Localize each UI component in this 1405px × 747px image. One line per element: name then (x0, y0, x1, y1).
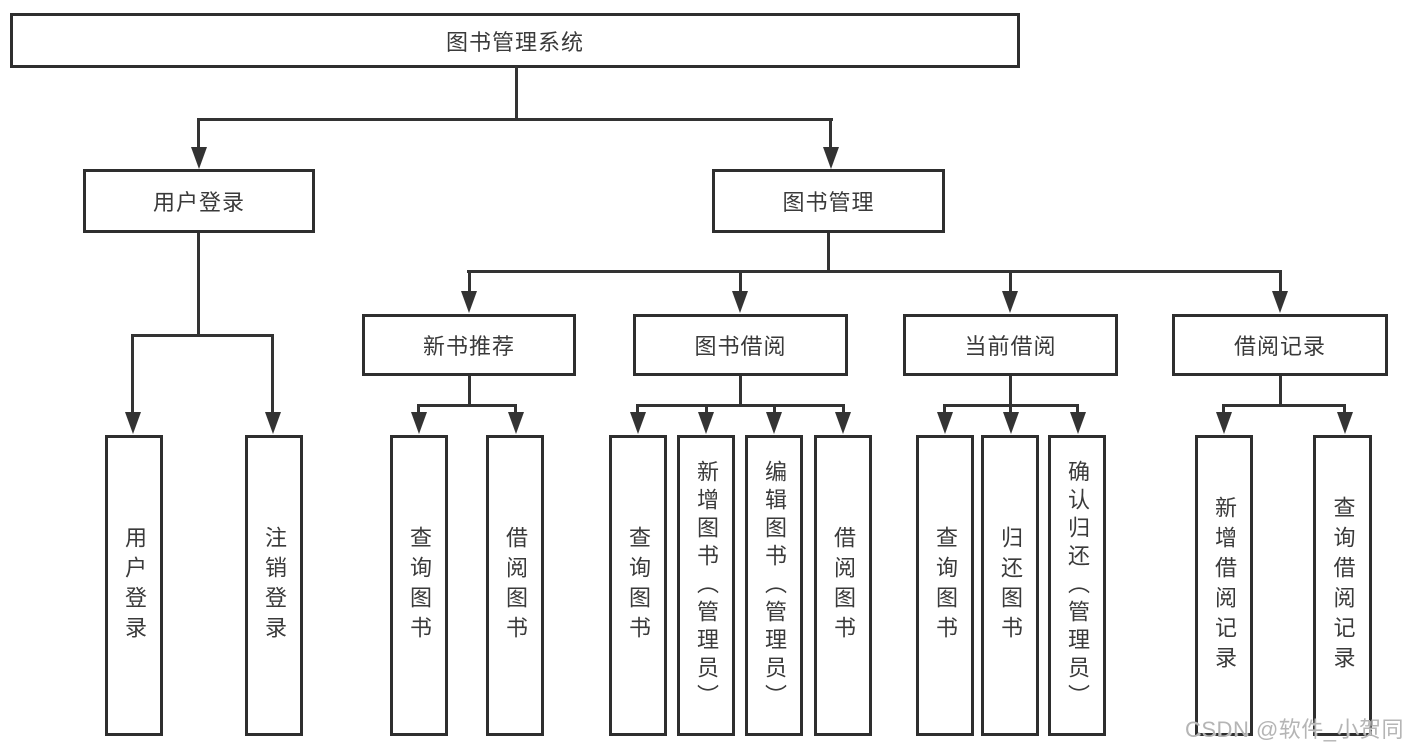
connector-root-drop-left (197, 118, 200, 150)
connector-book-management-drop (468, 270, 471, 293)
connector-book-borrow-drop (636, 404, 639, 414)
arrowhead-down-icon (508, 412, 524, 434)
leaf-user-login: 用户登录 (105, 435, 163, 736)
connector-book-borrow-drop (773, 404, 776, 414)
node-root: 图书管理系统 (10, 13, 1020, 68)
connector-current-borrow-drop (1009, 404, 1012, 414)
leaf-return-book: 归还图书 (981, 435, 1039, 736)
arrowhead-down-icon (732, 291, 748, 313)
node-book-management: 图书管理 (712, 169, 945, 233)
arrowhead-down-icon (1002, 291, 1018, 313)
leaf-user-login-label: 用户登录 (122, 525, 147, 646)
arrowhead-down-icon (823, 147, 839, 169)
leaf-edit-book-admin-label: 编辑图书（管理员） (762, 459, 787, 712)
arrowhead-down-icon (125, 412, 141, 434)
node-new-book-recommend-label: 新书推荐 (422, 334, 515, 359)
leaf-borrow-book-recommend: 借阅图书 (486, 435, 544, 736)
connector-borrow-records-drop (1222, 404, 1225, 414)
leaf-query-book-current-label: 查询图书 (933, 525, 958, 646)
connector-book-borrow-stem (739, 376, 742, 407)
node-user-login-label: 用户登录 (152, 190, 245, 215)
node-current-borrow: 当前借阅 (903, 314, 1118, 376)
leaf-query-book-recommend: 查询图书 (390, 435, 448, 736)
connector-user-login-stem (197, 233, 200, 336)
node-borrow-records: 借阅记录 (1172, 314, 1388, 376)
connector-root-bus (197, 118, 833, 121)
arrowhead-down-icon (1216, 412, 1232, 434)
arrowhead-down-icon (937, 412, 953, 434)
leaf-add-book-admin-label: 新增图书（管理员） (694, 459, 719, 712)
arrowhead-down-icon (835, 412, 851, 434)
leaf-query-book-borrow: 查询图书 (609, 435, 667, 736)
node-user-login: 用户登录 (83, 169, 315, 233)
leaf-query-borrow-record-label: 查询借阅记录 (1330, 495, 1356, 676)
arrowhead-down-icon (461, 291, 477, 313)
connector-user-login-drop (131, 334, 134, 414)
connector-new-book-recommend-drop (514, 404, 517, 414)
leaf-borrow-book-label: 借阅图书 (831, 525, 856, 646)
arrowhead-down-icon (1003, 412, 1019, 434)
leaf-return-book-label: 归还图书 (998, 525, 1023, 646)
arrowhead-down-icon (1337, 412, 1353, 434)
arrowhead-down-icon (265, 412, 281, 434)
arrowhead-down-icon (698, 412, 714, 434)
watermark-csdn: CSDN @软件_小贺同学 (1185, 717, 1405, 742)
connector-book-management-bus (467, 270, 1281, 273)
arrowhead-down-icon (1070, 412, 1086, 434)
node-book-borrow-label: 图书借阅 (694, 334, 787, 359)
connector-book-borrow-drop (842, 404, 845, 414)
connector-borrow-records-stem (1279, 376, 1282, 407)
leaf-confirm-return-admin-label: 确认归还（管理员） (1065, 459, 1090, 712)
node-new-book-recommend: 新书推荐 (362, 314, 576, 376)
leaf-edit-book-admin: 编辑图书（管理员） (745, 435, 803, 736)
connector-current-borrow-stem (1009, 376, 1012, 407)
leaf-query-borrow-record: 查询借阅记录 (1313, 435, 1372, 736)
connector-book-management-drop (739, 270, 742, 293)
connector-book-management-drop (1009, 270, 1012, 293)
node-book-borrow: 图书借阅 (633, 314, 848, 376)
connector-root-stem (515, 66, 518, 120)
connector-borrow-records-drop (1343, 404, 1346, 414)
connector-new-book-recommend-bus (417, 404, 517, 407)
node-borrow-records-label: 借阅记录 (1233, 334, 1326, 359)
leaf-add-borrow-record: 新增借阅记录 (1195, 435, 1253, 736)
connector-book-management-stem (827, 233, 830, 273)
arrowhead-down-icon (1272, 291, 1288, 313)
connector-borrow-records-bus (1222, 404, 1346, 407)
connector-new-book-recommend-drop (417, 404, 420, 414)
connector-root-drop-right (829, 118, 832, 150)
leaf-borrow-book-recommend-label: 借阅图书 (503, 525, 528, 646)
connector-current-borrow-drop (943, 404, 946, 414)
node-root-label: 图书管理系统 (445, 29, 584, 55)
leaf-add-book-admin: 新增图书（管理员） (677, 435, 735, 736)
arrowhead-down-icon (191, 147, 207, 169)
leaf-logout-label: 注销登录 (262, 525, 287, 646)
node-book-management-label: 图书管理 (782, 190, 875, 215)
arrowhead-down-icon (411, 412, 427, 434)
node-current-borrow-label: 当前借阅 (964, 334, 1057, 359)
arrowhead-down-icon (766, 412, 782, 434)
leaf-query-book-borrow-label: 查询图书 (626, 525, 651, 646)
leaf-logout: 注销登录 (245, 435, 303, 736)
leaf-query-book-current: 查询图书 (916, 435, 974, 736)
connector-current-borrow-drop (1076, 404, 1079, 414)
leaf-confirm-return-admin: 确认归还（管理员） (1048, 435, 1106, 736)
connector-book-borrow-drop (705, 404, 708, 414)
connector-user-login-drop (271, 334, 274, 414)
arrowhead-down-icon (630, 412, 646, 434)
connector-book-management-drop (1279, 270, 1282, 293)
connector-user-login-bus (131, 334, 274, 337)
connector-new-book-recommend-stem (468, 376, 471, 407)
connector-book-borrow-bus (636, 404, 845, 407)
leaf-add-borrow-record-label: 新增借阅记录 (1212, 495, 1237, 676)
leaf-query-book-recommend-label: 查询图书 (407, 525, 432, 646)
leaf-borrow-book: 借阅图书 (814, 435, 872, 736)
